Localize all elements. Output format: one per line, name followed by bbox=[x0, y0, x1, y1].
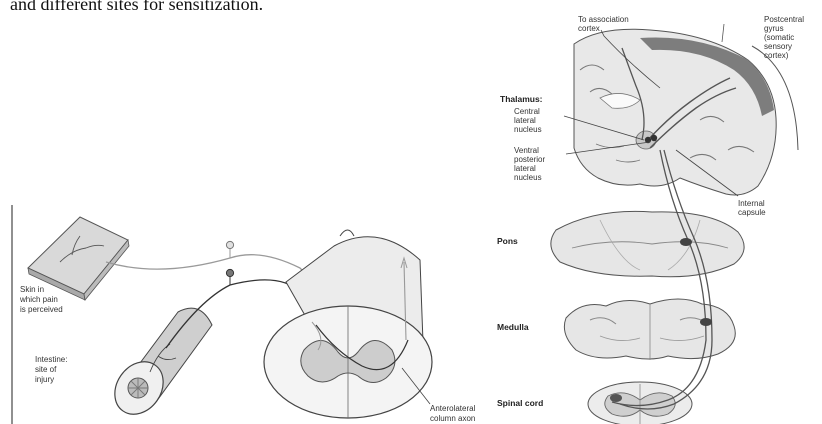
right-panel bbox=[551, 24, 798, 424]
skin-ganglion-cell bbox=[226, 241, 233, 248]
ventral-posterior-nucleus-dot bbox=[651, 135, 657, 141]
ventral-posterior-nucleus-label: Ventral posterior lateral nucleus bbox=[514, 146, 547, 182]
ascending-tract-outer bbox=[612, 150, 706, 406]
skin-afferent-fiber bbox=[106, 255, 314, 318]
pons-section bbox=[551, 211, 744, 276]
left-panel bbox=[12, 205, 432, 424]
intestine-label: Intestine: site of injury bbox=[35, 355, 70, 384]
medulla-label: Medulla bbox=[497, 322, 529, 332]
postcentral-gyrus-label: Postcentral gyrus (somatic sensory corte… bbox=[764, 15, 806, 60]
internal-capsule-label: Internal capsule bbox=[738, 199, 767, 217]
visceral-ganglion-cell bbox=[226, 269, 233, 276]
intestine-illustration bbox=[105, 308, 212, 423]
thalamus-label: Thalamus: bbox=[500, 94, 543, 104]
spinal-cord-segment bbox=[264, 230, 432, 418]
anterolateral-label: Anterolateral column axon bbox=[430, 404, 478, 423]
central-lateral-nucleus-label: Central lateral nucleus bbox=[514, 107, 542, 134]
skin-label: Skin in which pain is perceived bbox=[19, 285, 63, 314]
spinal-cord-label: Spinal cord bbox=[497, 398, 543, 408]
medulla-section bbox=[564, 299, 735, 360]
pons-label: Pons bbox=[497, 236, 518, 246]
